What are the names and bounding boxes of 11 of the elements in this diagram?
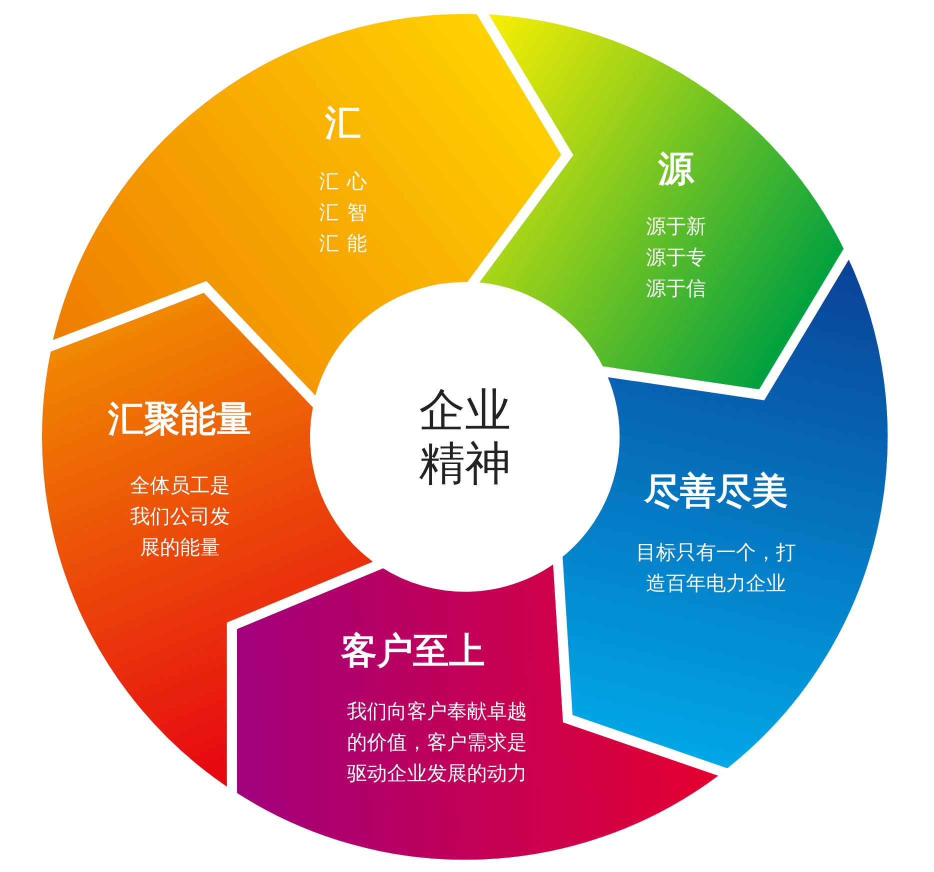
segment-heading: 汇聚能量	[108, 400, 252, 440]
segment-heading: 尽善尽美	[644, 472, 788, 512]
segment-description: 全体员工是我们公司发展的能量	[129, 472, 231, 561]
segment-description: 目标只有一个，打造百年电力企业	[634, 538, 797, 597]
center-title: 企业精神	[418, 384, 512, 490]
segment-description: 源于新源于专源于信	[644, 212, 707, 302]
segment-description: 汇心汇智汇能	[318, 168, 376, 257]
segment-description: 我们向客户奉献卓越的价值，客户需求是驱动企业发展的动力	[346, 698, 528, 787]
segment-heading: 源	[658, 150, 694, 190]
segment-heading: 客户至上	[340, 632, 485, 672]
segment-heading: 汇	[324, 104, 361, 144]
